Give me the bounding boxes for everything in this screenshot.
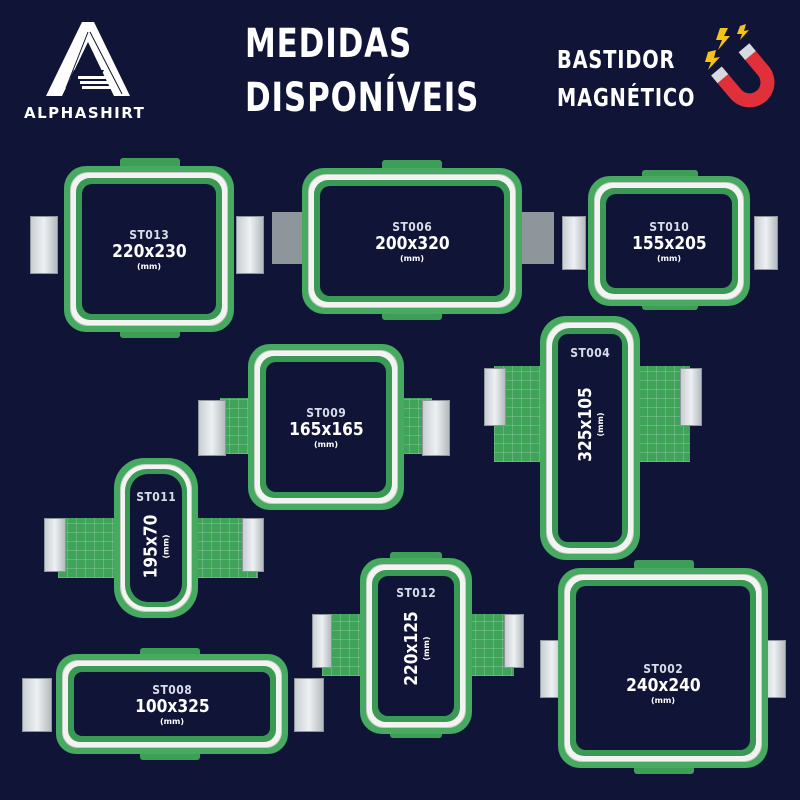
hoop-size: 195x70 bbox=[140, 514, 162, 579]
hoop-code: ST002 bbox=[643, 661, 683, 676]
mounting-bracket-right bbox=[242, 518, 264, 572]
hoop-code: ST008 bbox=[152, 682, 192, 697]
hoop-size: 155x205 bbox=[631, 232, 707, 254]
hoop-code: ST004 bbox=[570, 346, 610, 360]
mounting-bracket-left bbox=[484, 368, 506, 426]
hoop-rotated-label: 325x105 (mm) bbox=[574, 381, 605, 468]
magnet-icon bbox=[705, 24, 775, 108]
hoop-window: ST004 325x105 (mm) bbox=[558, 334, 622, 542]
hoop-code: ST006 bbox=[392, 219, 432, 234]
mounting-bracket-right bbox=[236, 216, 264, 274]
hoop-unit: (mm) bbox=[160, 716, 184, 726]
hoop-size: 200x320 bbox=[374, 232, 450, 254]
hoop-rotated-label: 220x125 (mm) bbox=[400, 605, 431, 692]
mounting-bracket-right bbox=[422, 400, 450, 456]
hoop-code: ST009 bbox=[306, 405, 346, 420]
hoop-code: ST011 bbox=[136, 490, 176, 504]
badge-line-2: MAGNÉTICO bbox=[557, 83, 696, 112]
hoop-unit: (mm) bbox=[595, 412, 605, 437]
hoop-size: 100x325 bbox=[134, 695, 210, 717]
hoop-unit: (mm) bbox=[314, 439, 338, 449]
hoop-st008: ST008 100x325 (mm) bbox=[22, 648, 324, 760]
hoop-unit: (mm) bbox=[657, 253, 681, 263]
hoop-window: ST009 165x165 (mm) bbox=[266, 362, 386, 492]
hoop-unit: (mm) bbox=[137, 261, 161, 271]
brand-logo: ALPHASHIRT bbox=[24, 18, 150, 128]
hoop-tab bbox=[140, 648, 200, 658]
hoop-size: 240x240 bbox=[625, 674, 701, 696]
mounting-bracket-left bbox=[30, 216, 58, 274]
mounting-bracket-left bbox=[198, 400, 226, 456]
hoop-unit: (mm) bbox=[421, 636, 431, 661]
hoop-tab bbox=[642, 170, 698, 180]
alphashirt-logo-icon bbox=[46, 22, 130, 96]
hoop-unit: (mm) bbox=[651, 695, 675, 705]
mounting-bracket-right bbox=[504, 614, 524, 668]
mounting-bracket-right bbox=[518, 212, 554, 264]
hoop-st006: ST006 200x320 (mm) bbox=[272, 160, 554, 320]
hoop-size: 165x165 bbox=[288, 418, 364, 440]
brand-name: ALPHASHIRT bbox=[24, 104, 146, 122]
hoop-window: ST013 220x230 (mm) bbox=[82, 184, 216, 314]
hoop-rotated-label: 195x70 (mm) bbox=[140, 509, 171, 583]
hoop-size: 220x230 bbox=[111, 240, 187, 262]
hoop-size: 220x125 bbox=[400, 611, 422, 686]
hoop-window: ST002 240x240 (mm) bbox=[576, 586, 750, 750]
hoop-window: ST011 195x70 (mm) bbox=[130, 474, 182, 602]
hoop-tab bbox=[140, 750, 200, 760]
badge-line-1: BASTIDOR bbox=[557, 45, 676, 74]
mounting-bracket-left bbox=[22, 678, 52, 732]
hoop-code: ST013 bbox=[129, 227, 169, 242]
hoop-window: ST012 220x125 (mm) bbox=[378, 576, 454, 716]
hoop-window: ST006 200x320 (mm) bbox=[320, 186, 504, 296]
mounting-bracket-right bbox=[294, 678, 324, 732]
hoop-size: 325x105 bbox=[574, 387, 596, 462]
page-title-line-1: MEDIDAS bbox=[245, 21, 413, 67]
mounting-bracket-left bbox=[562, 216, 586, 270]
hoop-code: ST012 bbox=[396, 586, 436, 600]
hoop-unit: (mm) bbox=[161, 534, 171, 559]
page-title-line-2: DISPONÍVEIS bbox=[245, 75, 480, 121]
hoop-st010: ST010 155x205 (mm) bbox=[562, 170, 778, 310]
mounting-bracket-left bbox=[312, 614, 332, 668]
mounting-bracket-right bbox=[754, 216, 778, 270]
hoop-tab bbox=[390, 552, 442, 562]
hoop-st009: ST009 165x165 (mm) bbox=[198, 338, 456, 514]
hoop-st012: ST012 220x125 (mm) bbox=[312, 552, 524, 738]
hoop-st004: ST004 325x105 (mm) bbox=[484, 312, 702, 562]
hoop-unit: (mm) bbox=[400, 253, 424, 263]
hoop-st002: ST002 240x240 (mm) bbox=[540, 560, 786, 774]
hoop-st013: ST013 220x230 (mm) bbox=[30, 158, 270, 338]
hoop-code: ST010 bbox=[649, 219, 689, 234]
hoop-window: ST010 155x205 (mm) bbox=[606, 194, 732, 288]
mounting-bracket-left bbox=[44, 518, 66, 572]
mounting-bracket-right bbox=[680, 368, 702, 426]
hoop-window: ST008 100x325 (mm) bbox=[74, 672, 270, 736]
hoop-st011: ST011 195x70 (mm) bbox=[44, 456, 270, 620]
